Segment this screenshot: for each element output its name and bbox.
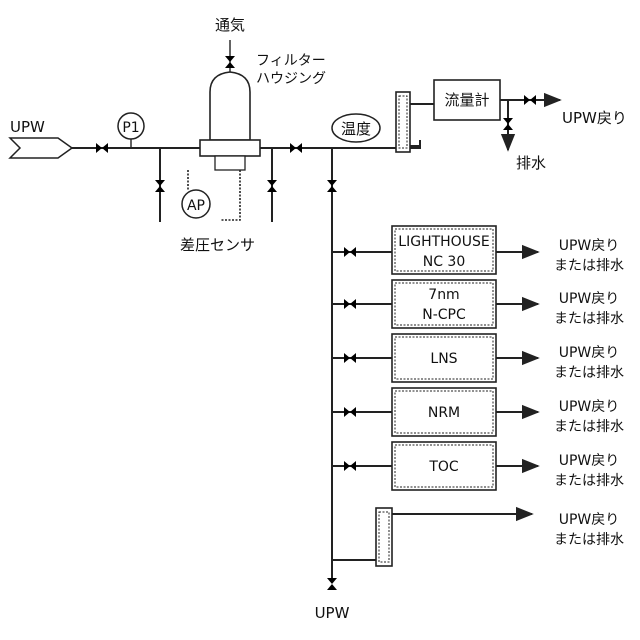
left-drain-valve[interactable] bbox=[155, 180, 165, 192]
temperature-label: 温度 bbox=[341, 120, 371, 138]
instrument-outlet-label-2: または排水 bbox=[554, 473, 624, 489]
ap-label: AP bbox=[187, 198, 205, 214]
upw-inlet-label: UPW bbox=[10, 118, 45, 136]
instrument-valve[interactable] bbox=[344, 299, 356, 309]
instrument-outlet-label-1: UPW戻り bbox=[559, 453, 620, 469]
right-drain-valve[interactable] bbox=[267, 180, 277, 192]
instrument-label-line2: N-CPC bbox=[422, 307, 466, 323]
instrument-label-line1: 7nm bbox=[428, 287, 459, 303]
instrument-row: LIGHTHOUSE NC 30 UPW戻り または排水 bbox=[332, 226, 624, 274]
instrument-outlet-label-1: UPW戻り bbox=[559, 238, 620, 254]
instrument-row: LNS UPW戻り または排水 bbox=[332, 334, 624, 382]
upw-bottom-label: UPW bbox=[315, 604, 350, 622]
diff-pressure-sensor-label: 差圧センサ bbox=[180, 236, 255, 254]
rotameter-outlet-label-1: UPW戻り bbox=[559, 512, 620, 528]
riser-valve[interactable] bbox=[327, 180, 337, 192]
filter-housing-base bbox=[215, 156, 245, 170]
instrument-outlet-label-1: UPW戻り bbox=[559, 345, 620, 361]
instrument-outlet-label-2: または排水 bbox=[554, 258, 624, 274]
instrument-label-line2: NC 30 bbox=[423, 254, 466, 270]
instrument-label-line1: NRM bbox=[428, 405, 460, 421]
instrument-valve[interactable] bbox=[344, 353, 356, 363]
filter-housing-label-2: ハウジング bbox=[256, 71, 326, 87]
flowmeter-label: 流量計 bbox=[444, 91, 489, 109]
rotameter-outlet-label-2: または排水 bbox=[554, 532, 624, 548]
drain-valve[interactable] bbox=[503, 118, 513, 130]
p1-label: P1 bbox=[122, 120, 139, 136]
instrument-outlet-label-2: または排水 bbox=[554, 311, 624, 327]
outlet-valve[interactable] bbox=[290, 143, 302, 153]
instrument-row: TOC UPW戻り または排水 bbox=[332, 442, 624, 490]
instrument-label-line1: TOC bbox=[428, 459, 459, 475]
instrument-outlet-label-1: UPW戻り bbox=[559, 399, 620, 415]
vent-valve[interactable] bbox=[225, 56, 235, 68]
ap-downstream-line bbox=[220, 170, 240, 220]
filter-housing bbox=[210, 72, 250, 140]
filter-housing-label-1: フィルター bbox=[256, 53, 326, 69]
instrument-row: 7nm N-CPC UPW戻り または排水 bbox=[332, 280, 624, 328]
instrument-outlet-label-2: または排水 bbox=[554, 365, 624, 381]
drain-label: 排水 bbox=[516, 154, 546, 172]
instrument-outlet-label-1: UPW戻り bbox=[559, 291, 620, 307]
rotameter-row: UPW戻り または排水 bbox=[332, 508, 624, 566]
filter-housing-flange bbox=[200, 140, 260, 156]
instrument-label-line1: LNS bbox=[430, 351, 457, 367]
instrument-valve[interactable] bbox=[344, 461, 356, 471]
instrument-valve[interactable] bbox=[344, 407, 356, 417]
top-rotameter bbox=[396, 92, 410, 152]
upw-return-label: UPW戻り bbox=[562, 109, 627, 127]
instrument-outlet-label-2: または排水 bbox=[554, 419, 624, 435]
upw-inlet-chevron bbox=[10, 138, 72, 158]
vent-label: 通気 bbox=[215, 16, 245, 34]
instrument-row: NRM UPW戻り または排水 bbox=[332, 388, 624, 436]
instrument-label-line1: LIGHTHOUSE bbox=[398, 234, 489, 250]
return-valve[interactable] bbox=[524, 95, 536, 105]
bottom-valve[interactable] bbox=[327, 578, 337, 590]
instrument-valve[interactable] bbox=[344, 247, 356, 257]
bottom-rotameter bbox=[376, 508, 392, 566]
inlet-valve[interactable] bbox=[96, 143, 108, 153]
